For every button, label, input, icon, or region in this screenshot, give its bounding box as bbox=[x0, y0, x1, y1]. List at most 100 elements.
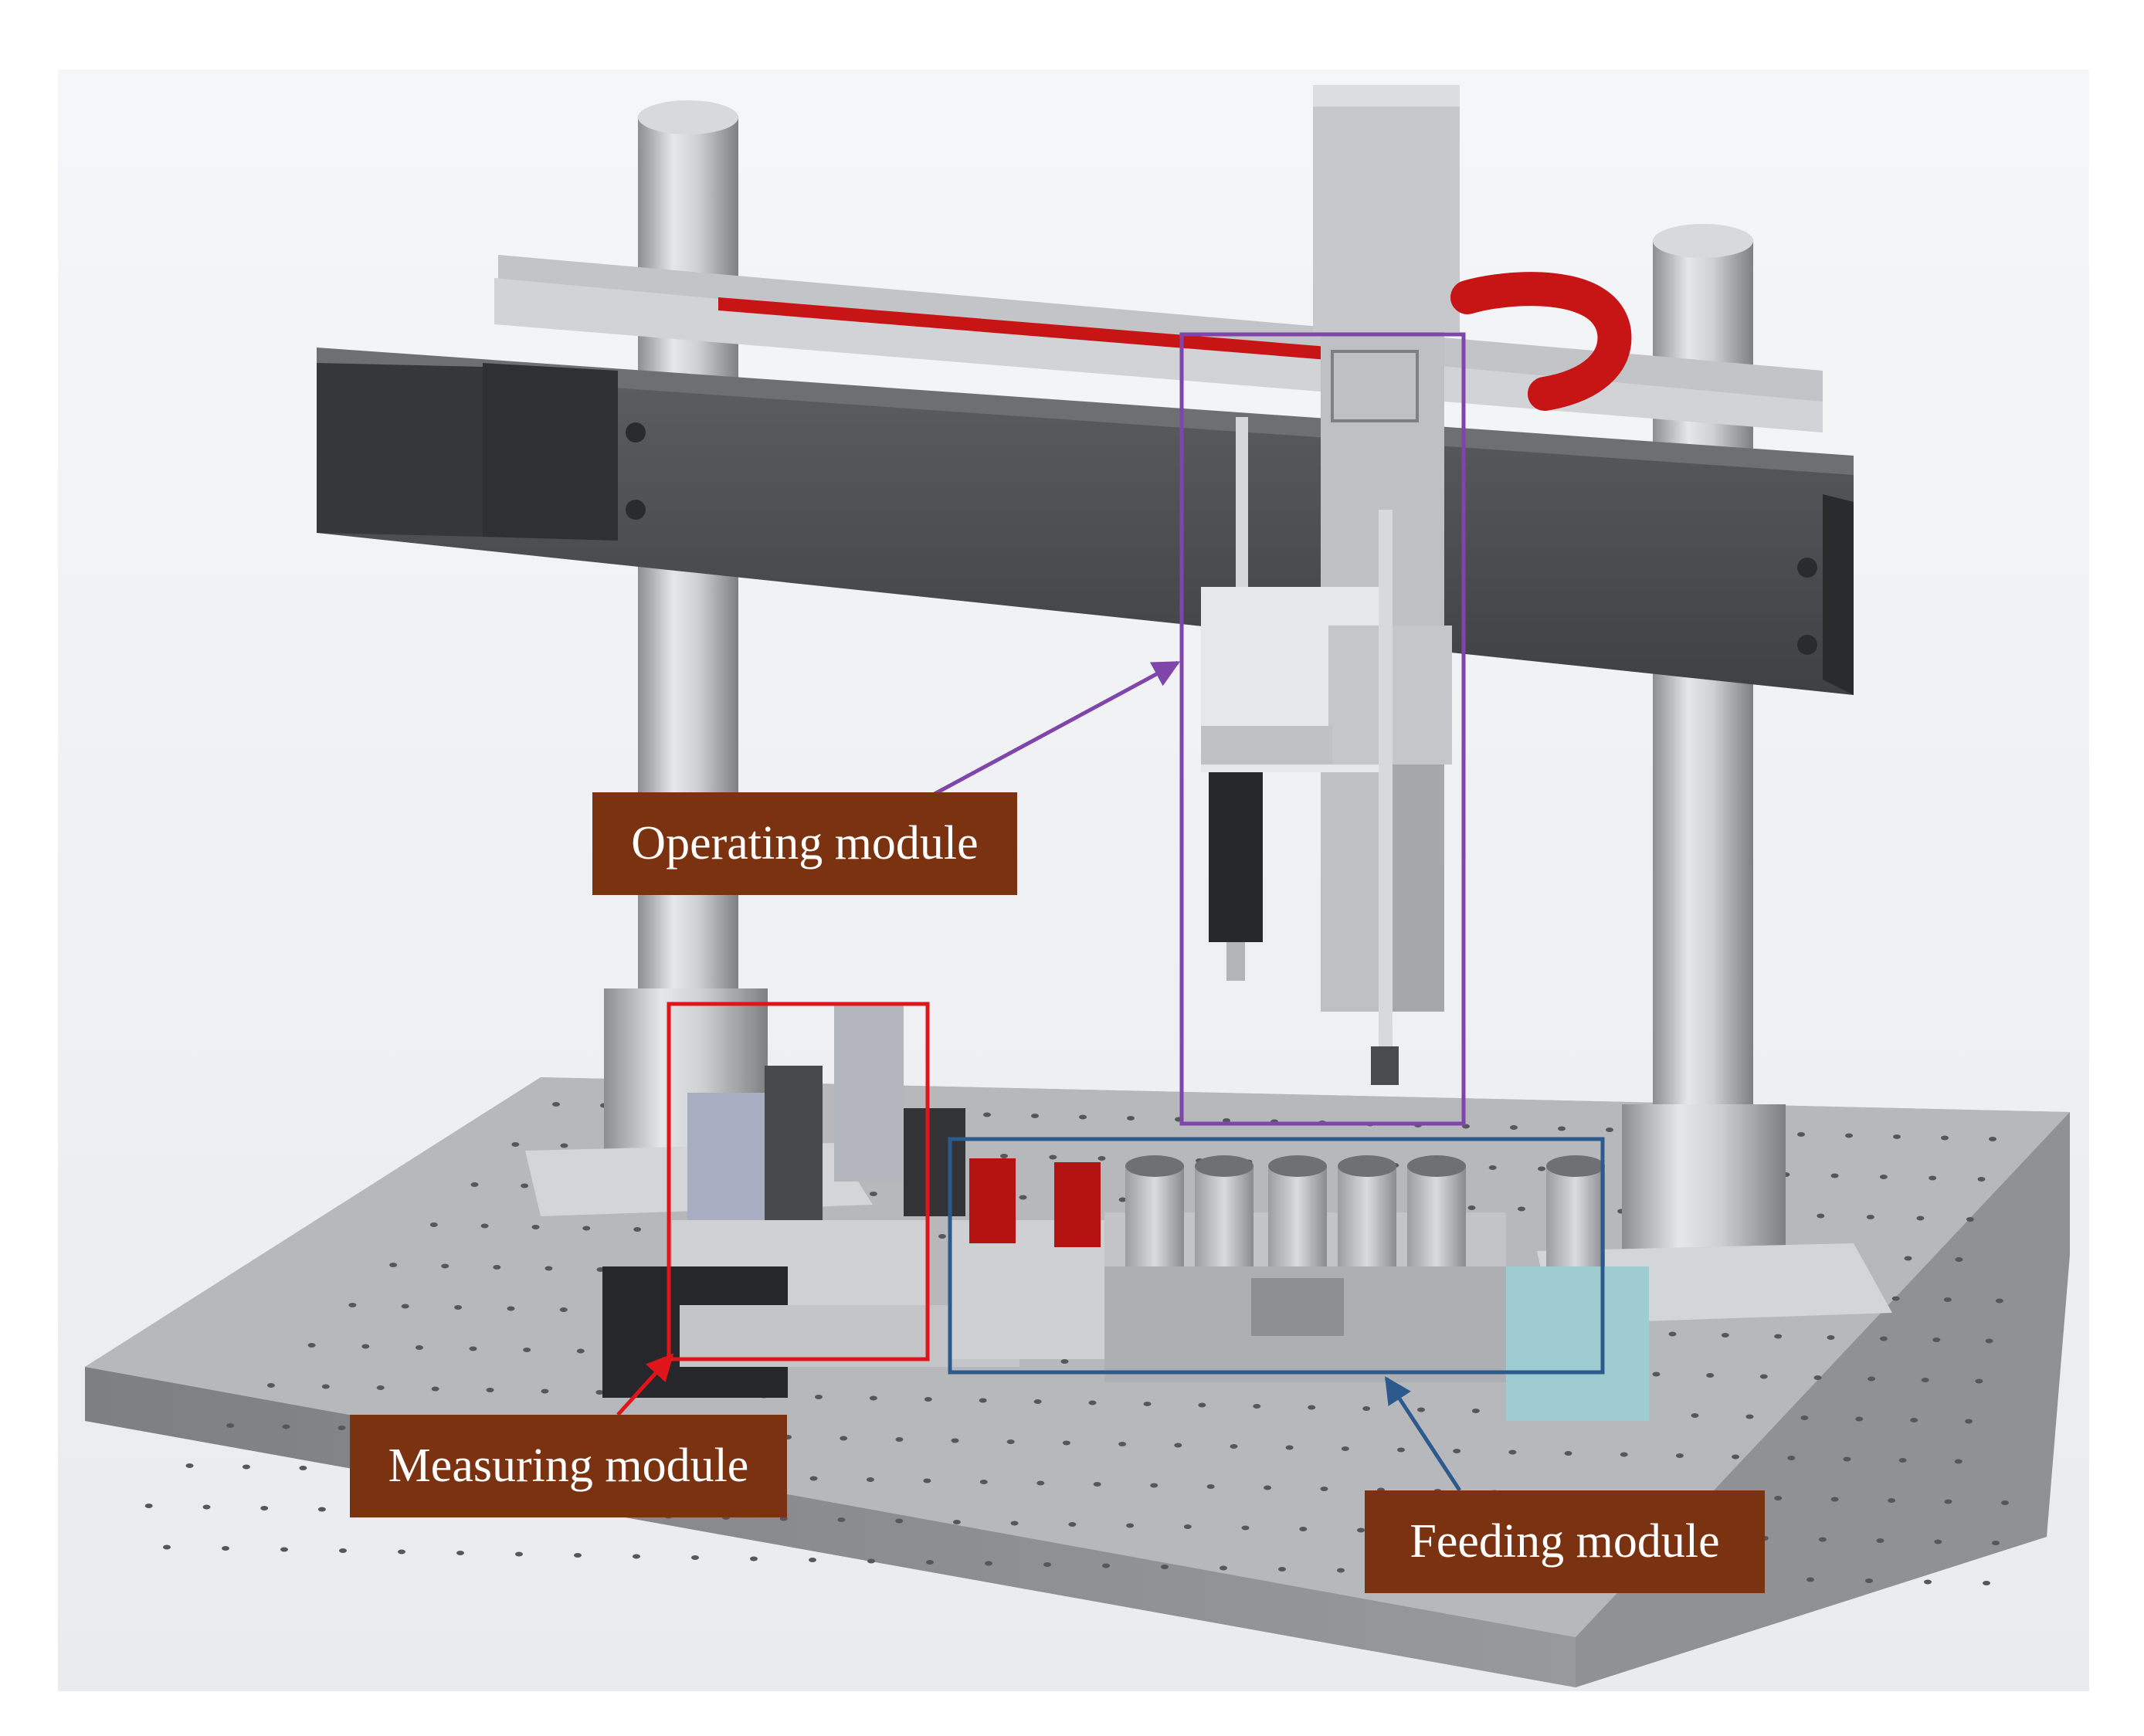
mounting-hole bbox=[1362, 1406, 1371, 1411]
mounting-hole bbox=[348, 1303, 357, 1307]
mounting-hole bbox=[1843, 1456, 1851, 1462]
mounting-hole bbox=[815, 1395, 823, 1399]
mounting-hole bbox=[1975, 1378, 1983, 1384]
mounting-hole bbox=[1488, 1165, 1497, 1170]
column-right-top bbox=[1653, 224, 1753, 258]
mounting-hole bbox=[1888, 1498, 1896, 1503]
mounting-hole bbox=[1093, 1482, 1101, 1487]
feeder-red-clamp-2 bbox=[1054, 1162, 1101, 1247]
mounting-hole bbox=[633, 1227, 642, 1232]
mounting-hole bbox=[282, 1424, 290, 1429]
mounting-hole bbox=[1241, 1525, 1250, 1531]
mounting-hole bbox=[493, 1265, 501, 1270]
mounting-hole bbox=[1879, 1336, 1888, 1341]
mounting-hole bbox=[401, 1304, 409, 1309]
mounting-hole bbox=[1118, 1197, 1127, 1202]
mounting-hole bbox=[691, 1555, 699, 1560]
mounting-hole bbox=[1830, 1173, 1839, 1178]
mounting-hole bbox=[339, 1548, 347, 1553]
mounting-hole bbox=[541, 1388, 549, 1394]
mounting-hole bbox=[1985, 1338, 1993, 1344]
mounting-hole bbox=[895, 1518, 904, 1524]
measuring-bracket-right bbox=[834, 1004, 904, 1182]
mounting-hole bbox=[470, 1182, 479, 1187]
mounting-hole bbox=[1800, 1416, 1809, 1420]
mounting-hole bbox=[979, 1398, 987, 1403]
feeder-cup bbox=[1268, 1166, 1327, 1266]
mounting-hole bbox=[837, 1517, 846, 1522]
mounting-hole bbox=[1818, 1537, 1827, 1542]
gantry-beam-top bbox=[317, 348, 1854, 475]
mounting-hole bbox=[1341, 1446, 1349, 1451]
mounting-hole bbox=[321, 1384, 330, 1389]
mounting-hole bbox=[226, 1423, 235, 1428]
label-operating-module: Operating module bbox=[592, 792, 1017, 895]
mounting-hole bbox=[431, 1386, 439, 1392]
mounting-hole bbox=[869, 1192, 877, 1196]
mounting-hole bbox=[1855, 1416, 1864, 1422]
mounting-hole bbox=[1060, 1359, 1069, 1364]
mounting-hole bbox=[1308, 1405, 1316, 1410]
mounting-hole bbox=[144, 1504, 153, 1508]
mounting-hole bbox=[202, 1504, 211, 1510]
mounting-hole bbox=[1299, 1527, 1308, 1531]
mounting-hole bbox=[1965, 1419, 1973, 1424]
measuring-module-box bbox=[667, 1002, 930, 1361]
mounting-hole bbox=[1126, 1523, 1135, 1528]
mounting-hole bbox=[1564, 1451, 1572, 1456]
spindle-motor bbox=[1209, 772, 1263, 942]
mounting-hole bbox=[280, 1547, 288, 1552]
mounting-hole bbox=[1921, 1378, 1929, 1382]
mounting-hole bbox=[1278, 1567, 1286, 1572]
mounting-hole bbox=[560, 1143, 568, 1148]
mounting-hole bbox=[1620, 1452, 1628, 1457]
mounting-hole bbox=[1019, 1195, 1027, 1200]
mounting-hole bbox=[1088, 1400, 1097, 1405]
mounting-hole bbox=[1062, 1440, 1070, 1446]
feeder-cup-rim bbox=[1407, 1155, 1466, 1177]
mounting-hole bbox=[574, 1553, 582, 1558]
mounting-hole bbox=[1893, 1134, 1901, 1139]
mounting-hole bbox=[1797, 1132, 1805, 1137]
spindle-rod-left bbox=[1236, 417, 1248, 610]
mounting-hole bbox=[809, 1558, 816, 1562]
feeder-cups bbox=[1125, 1155, 1605, 1266]
mounting-hole bbox=[1049, 1155, 1057, 1160]
probe-tip bbox=[1371, 1046, 1399, 1085]
mounting-hole bbox=[809, 1476, 818, 1481]
mounting-hole bbox=[983, 1112, 991, 1117]
column-left-top bbox=[638, 100, 738, 134]
mounting-hole bbox=[1220, 1565, 1227, 1571]
feeder-cup-rim bbox=[1338, 1155, 1396, 1177]
mounting-hole bbox=[985, 1561, 992, 1566]
mounting-hole bbox=[454, 1305, 463, 1310]
mounting-hole bbox=[1868, 1376, 1876, 1382]
mounting-hole bbox=[480, 1223, 489, 1229]
mounting-hole bbox=[895, 1437, 904, 1442]
mounting-hole bbox=[1983, 1581, 1990, 1585]
feeder-red-clamp-1 bbox=[969, 1158, 1016, 1243]
feeding-arrow bbox=[1384, 1376, 1462, 1492]
mounting-hole bbox=[389, 1263, 398, 1267]
mounting-hole bbox=[1183, 1524, 1192, 1529]
mounting-hole bbox=[1721, 1333, 1729, 1338]
mounting-hole bbox=[582, 1226, 591, 1231]
mounting-hole bbox=[750, 1556, 758, 1561]
z-axis-motor bbox=[1313, 85, 1460, 332]
mounting-hole bbox=[1337, 1568, 1345, 1573]
feeder-cup bbox=[1338, 1166, 1396, 1266]
mounting-hole bbox=[1198, 1402, 1206, 1408]
feeder-cup-rim bbox=[1125, 1155, 1184, 1177]
feeder-blue-block bbox=[1506, 1266, 1649, 1421]
mounting-hole bbox=[1652, 1372, 1661, 1377]
mounting-hole bbox=[1865, 1578, 1873, 1583]
operating-module-box bbox=[1179, 332, 1466, 1126]
mounting-hole bbox=[1830, 1497, 1839, 1502]
mounting-hole bbox=[1924, 1579, 1932, 1585]
mounting-hole bbox=[1944, 1499, 1952, 1504]
beam-end-right bbox=[1823, 494, 1854, 695]
mounting-hole bbox=[1955, 1257, 1963, 1262]
mounting-hole bbox=[1357, 1527, 1365, 1533]
mounting-hole bbox=[1787, 1456, 1796, 1460]
mounting-hole bbox=[926, 1560, 934, 1565]
